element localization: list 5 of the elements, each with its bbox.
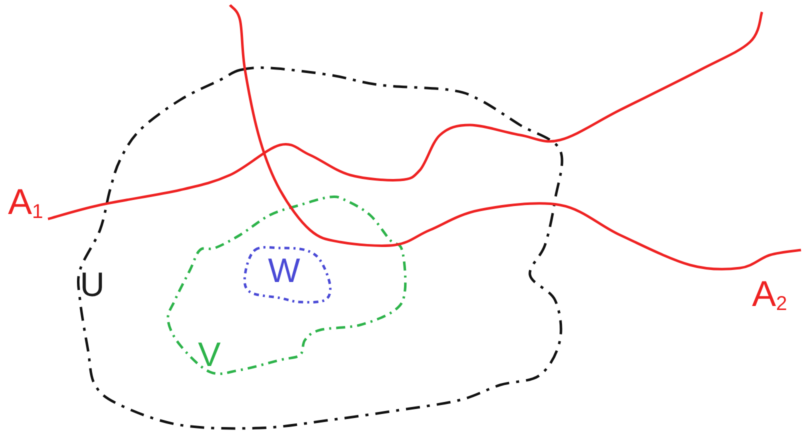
curve-label: A$_{2}$ (752, 276, 788, 317)
region-label: U (80, 268, 105, 302)
region-label: V (198, 338, 221, 372)
region-label: W (268, 254, 300, 288)
curve-label: A$_{1}$ (8, 184, 44, 225)
